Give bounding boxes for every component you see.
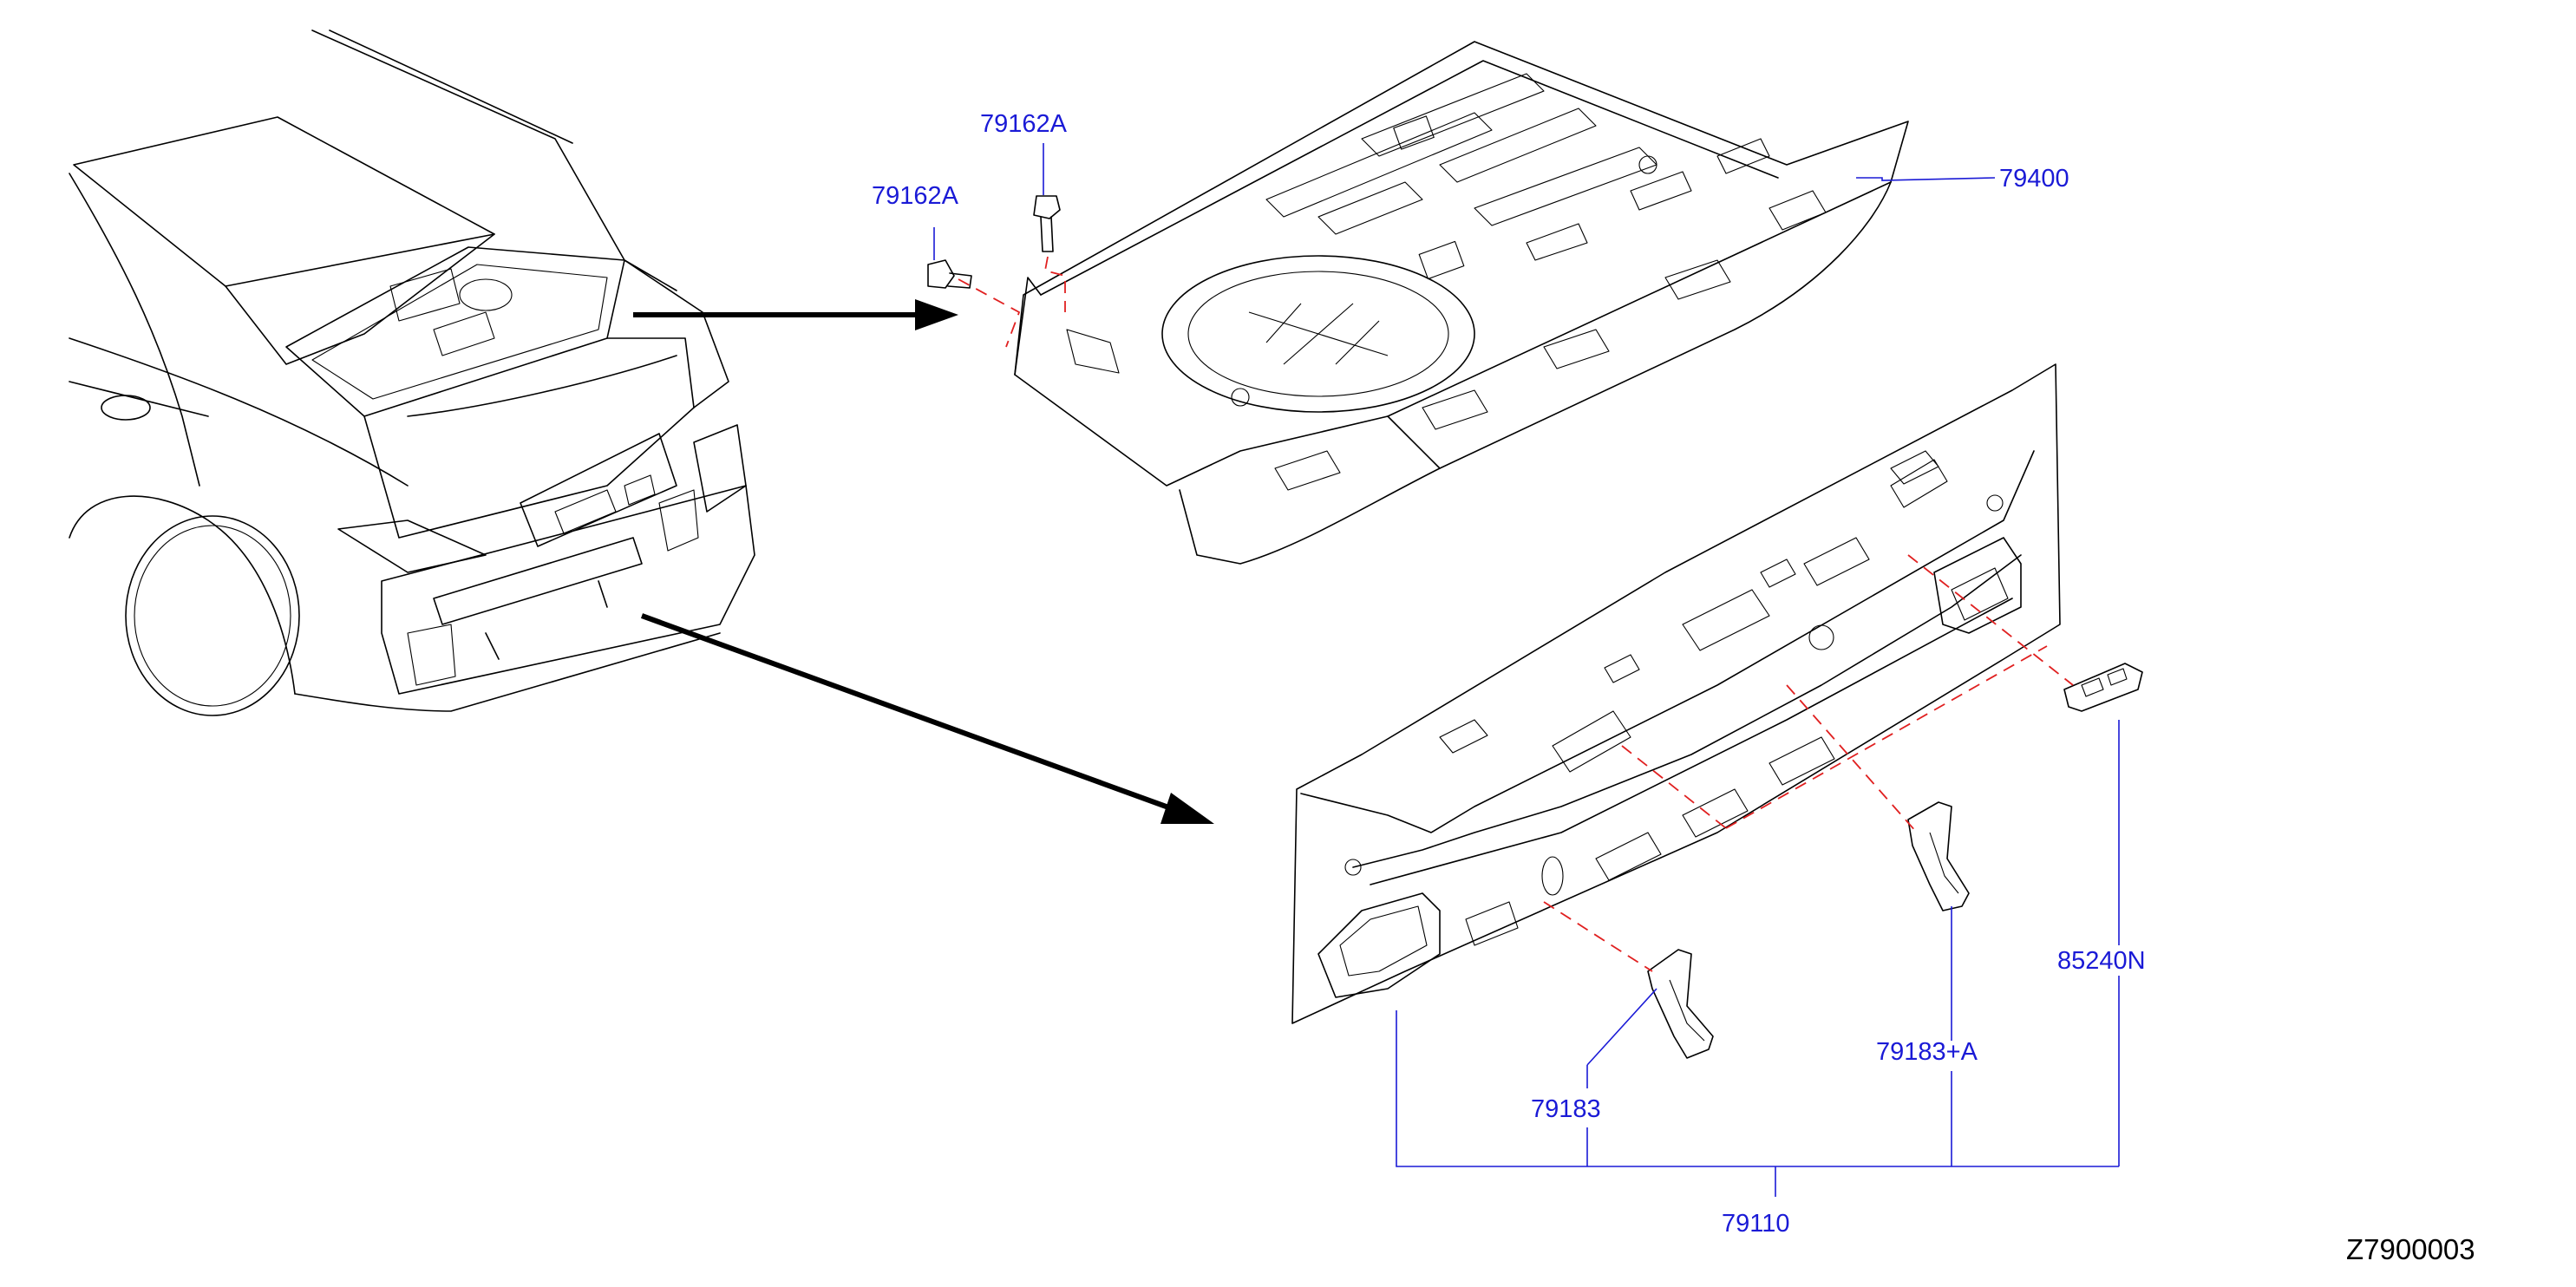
label-bolt-top: 79162A	[980, 110, 1068, 138]
bracket-85240n	[2063, 663, 2143, 712]
bolt-left	[927, 259, 972, 289]
arrow-head-shelf	[915, 299, 958, 330]
leader-lines	[933, 143, 2120, 1197]
label-bracket-left: 79183	[1531, 1095, 1601, 1123]
diagram-code: Z7900003	[2346, 1233, 2475, 1265]
assembly-guide-lines	[958, 256, 2074, 972]
label-bolt-left: 79162A	[872, 182, 959, 210]
bracket-79183	[1647, 949, 1714, 1059]
arrow-to-panel	[640, 613, 1173, 811]
bracket-79183a	[1907, 801, 1970, 911]
rear-panel-part	[1291, 363, 2061, 1024]
label-bracket-right: 79183+A	[1876, 1038, 1978, 1066]
bolt-top	[1033, 195, 1061, 252]
label-rear-parcel-shelf: 79400	[1999, 165, 2069, 193]
rear-parcel-shelf-part	[1014, 41, 1909, 565]
arrow-head-panel	[1161, 793, 1214, 824]
label-bracket-far-right: 85240N	[2057, 947, 2146, 975]
label-rear-panel-assembly: 79110	[1722, 1210, 1790, 1238]
car-rear-illustration	[69, 29, 1214, 824]
